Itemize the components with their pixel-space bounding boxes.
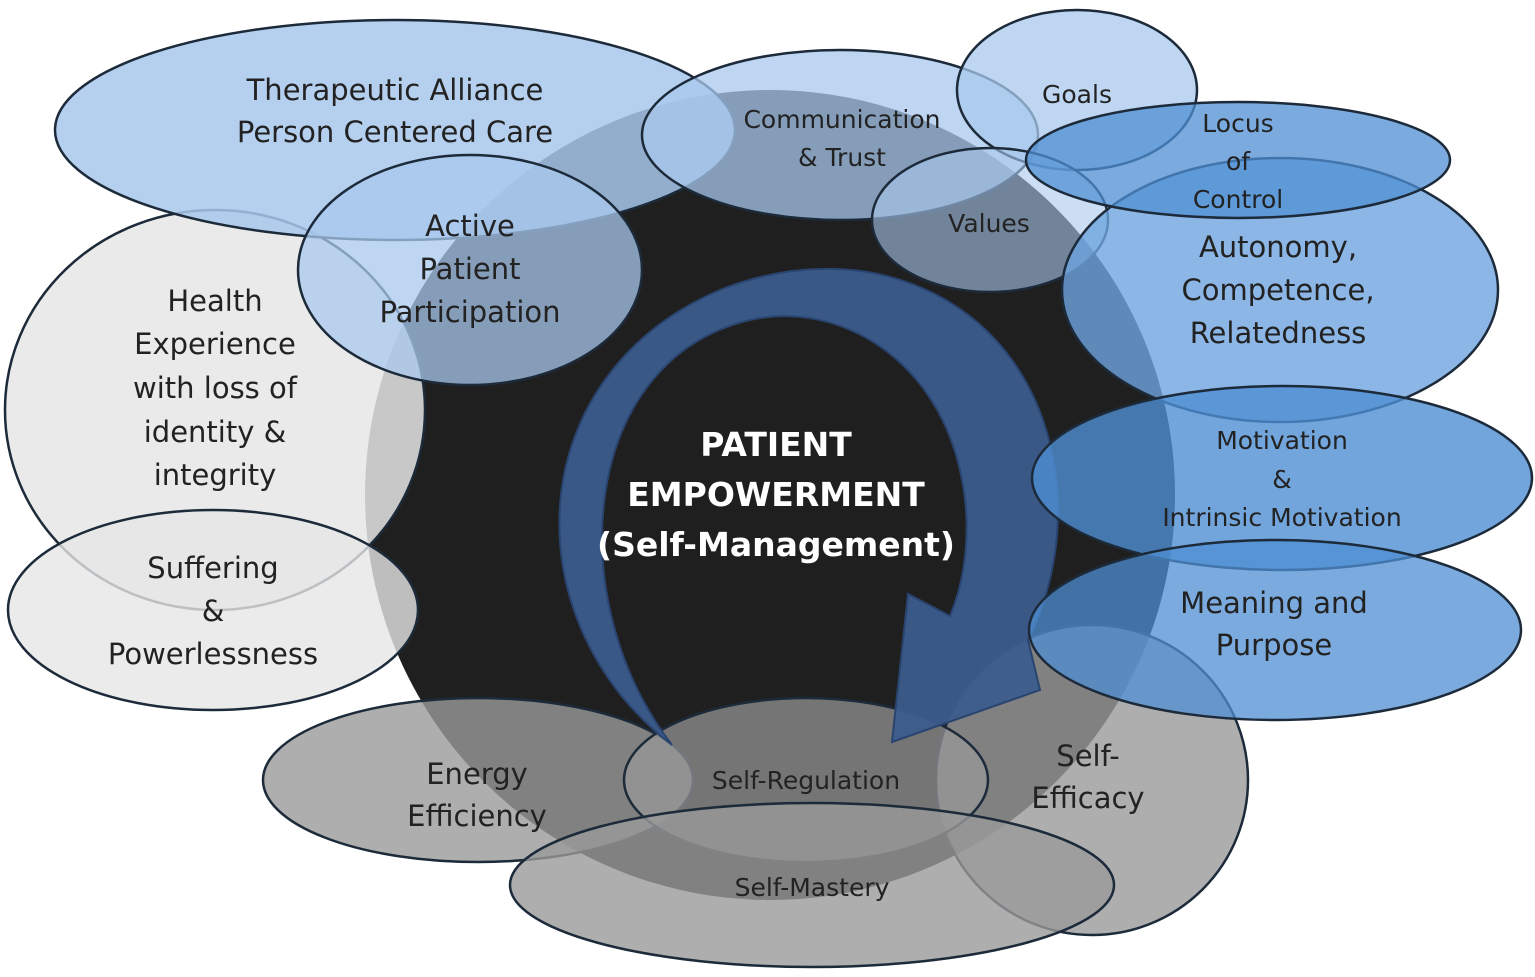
suffering-line-2: & bbox=[202, 594, 225, 628]
autonomy-line-1: Autonomy, bbox=[1199, 230, 1357, 264]
locus-of-control-ellipse bbox=[1024, 100, 1452, 220]
suffering-label: Suffering & Powerlessness bbox=[108, 551, 318, 671]
health-line-5: integrity bbox=[154, 458, 277, 492]
center-line-1: PATIENT bbox=[700, 425, 852, 464]
efficacy-line-2: Efficacy bbox=[1031, 781, 1144, 815]
therapeutic-alliance-line-2: Person Centered Care bbox=[237, 115, 553, 149]
motivation-line-1: Motivation bbox=[1216, 426, 1348, 455]
health-experience-label: Health Experience with loss of identity … bbox=[133, 284, 298, 492]
motivation-line-3: Intrinsic Motivation bbox=[1162, 503, 1401, 532]
active-line-3: Participation bbox=[379, 295, 560, 329]
meaning-line-2: Purpose bbox=[1216, 628, 1332, 662]
suffering-ellipse bbox=[6, 508, 420, 712]
self-mastery-ellipse bbox=[508, 801, 1116, 969]
suffering-line-3: Powerlessness bbox=[108, 637, 318, 671]
locus-line-2: of bbox=[1226, 147, 1251, 176]
therapeutic-alliance-label: Therapeutic Alliance Person Centered Car… bbox=[237, 73, 553, 149]
communication-trust-label: Communication & Trust bbox=[743, 105, 940, 172]
active-line-1: Active bbox=[425, 209, 515, 243]
center-line-3: (Self-Management) bbox=[597, 525, 955, 564]
motivation-label: Motivation & Intrinsic Motivation bbox=[1162, 426, 1401, 532]
energy-line-2: Efficiency bbox=[407, 799, 547, 833]
suffering-line-1: Suffering bbox=[147, 551, 278, 585]
autonomy-label: Autonomy, Competence, Relatedness bbox=[1181, 230, 1374, 350]
autonomy-line-2: Competence, bbox=[1181, 273, 1374, 307]
health-line-1: Health bbox=[167, 284, 262, 318]
health-line-2: Experience bbox=[134, 327, 296, 361]
meaning-purpose-label: Meaning and Purpose bbox=[1180, 586, 1368, 662]
meaning-line-1: Meaning and bbox=[1180, 586, 1368, 620]
locus-of-control-label: Locus of Control bbox=[1193, 109, 1283, 214]
locus-line-1: Locus bbox=[1202, 109, 1273, 138]
motivation-line-2: & bbox=[1272, 465, 1292, 494]
locus-line-3: Control bbox=[1193, 185, 1283, 214]
autonomy-line-3: Relatedness bbox=[1190, 316, 1367, 350]
energy-line-1: Energy bbox=[426, 757, 528, 791]
health-line-4: identity & bbox=[144, 415, 286, 449]
center-line-2: EMPOWERMENT bbox=[627, 475, 925, 514]
communication-trust-line-2: & Trust bbox=[798, 143, 886, 172]
energy-efficiency-label: Energy Efficiency bbox=[407, 757, 547, 833]
values-label: Values bbox=[948, 209, 1030, 238]
active-participation-label: Active Patient Participation bbox=[379, 209, 560, 329]
active-participation-ellipse bbox=[296, 153, 644, 387]
self-efficacy-label: Self- Efficacy bbox=[1031, 739, 1144, 815]
goals-label: Goals bbox=[1042, 80, 1112, 109]
communication-trust-line-1: Communication bbox=[743, 105, 940, 134]
center-label: PATIENT EMPOWERMENT (Self-Management) bbox=[597, 425, 955, 564]
efficacy-line-1: Self- bbox=[1056, 739, 1119, 773]
therapeutic-alliance-line-1: Therapeutic Alliance bbox=[246, 73, 544, 107]
meaning-purpose-ellipse bbox=[1027, 538, 1523, 722]
active-line-2: Patient bbox=[420, 252, 521, 286]
self-mastery-label: Self-Mastery bbox=[735, 873, 890, 902]
health-line-3: with loss of bbox=[133, 371, 298, 405]
self-regulation-label: Self-Regulation bbox=[712, 766, 900, 795]
